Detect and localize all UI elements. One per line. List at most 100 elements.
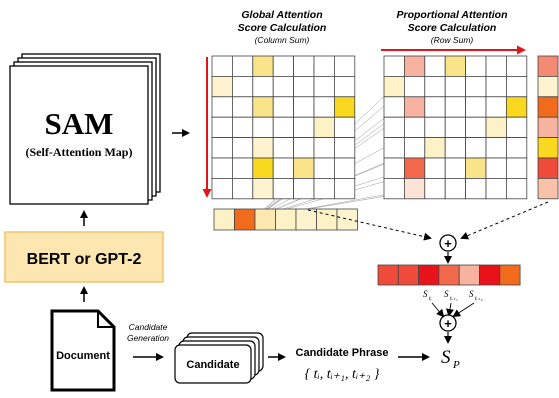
global-title-line1: Global Attention [241,9,322,21]
candidate-phrase-formula: { tᵢ, tᵢ₊₁, tᵢ₊₂ } [304,367,379,382]
sum-operator-1 [439,234,457,252]
matrix-cell [505,96,528,118]
matrix-cell [313,55,335,77]
matrix-cell [444,55,467,77]
matrix-cell [211,116,233,138]
token-score-cell [479,264,501,286]
matrix-cell [252,55,274,77]
row-sum-cell [537,76,559,98]
arrow-proportional-to-plus [460,201,549,240]
matrix-cell [424,116,446,138]
matrix-cell [272,55,295,77]
matrix-cell [383,55,405,77]
matrix-cell [272,96,295,118]
matrix-cell [211,76,233,98]
column-sum-cell [213,208,235,231]
matrix-cell [313,177,335,200]
matrix-cell [231,76,254,98]
matrix-cell [272,177,295,200]
matrix-cell [403,116,426,138]
row-sum-cell [537,96,559,118]
matrix-cell [211,137,233,159]
score-label-3-sub: tᵢ₊₂ [475,296,483,302]
matrix-cell [211,96,233,118]
model-box [4,231,164,283]
matrix-cell [383,177,405,200]
matrix-cell [465,55,487,77]
matrix-cell [485,116,507,138]
token-score-cell [458,264,480,286]
matrix-cell [313,76,335,98]
matrix-cell [293,177,315,200]
matrix-cell [293,137,315,159]
matrix-cell [424,76,446,98]
matrix-cell [465,96,487,118]
matrix-cell [293,157,315,179]
matrix-cell [485,76,507,98]
matrix-cell [383,137,405,159]
token-score-cell [499,264,521,286]
proportional-title-line2: Score Calculation [408,22,497,34]
column-sum-cell [316,208,338,231]
matrix-cell [485,137,507,159]
matrix-cell [465,116,487,138]
arrow-global-to-plus [307,209,432,241]
matrix-cell [505,157,528,179]
proportional-attention-matrix [383,55,528,200]
global-title-line2: Score Calculation [238,22,327,34]
matrix-cell [252,177,274,200]
matrix-cell [485,157,507,179]
token-score-cell [438,264,460,286]
matrix-cell [313,137,335,159]
global-attention-matrix [211,55,356,200]
matrix-cell [444,177,467,200]
candidate-card-stack: Candidate [174,332,264,384]
matrix-cell [444,137,467,159]
column-sum-cell [295,208,317,231]
proportional-attention-row-sum [537,55,559,200]
matrix-cell [231,55,254,77]
matrix-cell [465,137,487,159]
matrix-cell [424,55,446,77]
matrix-cell [383,116,405,138]
matrix-cell [333,177,356,200]
score-label-3: S [469,289,474,299]
matrix-cell [505,137,528,159]
combined-token-scores [377,264,521,286]
matrix-cell [424,96,446,118]
matrix-cell [485,55,507,77]
matrix-cell [444,96,467,118]
column-sum-cell [254,208,276,231]
matrix-cell [252,157,274,179]
matrix-cell [424,177,446,200]
token-score-cell [397,264,419,286]
score-label-2: S [444,289,449,299]
token-score-cell [418,264,440,286]
arrow-score3-to-plus [452,302,475,318]
sum-operator-2-symbol: + [444,316,452,331]
column-sum-cell [234,208,256,231]
matrix-cell [403,177,426,200]
row-sum-cell [537,157,559,179]
matrix-cell [272,137,295,159]
matrix-cell [333,96,356,118]
proportional-title-line1: Proportional Attention [396,9,507,21]
final-score-subscript: P [452,359,460,371]
matrix-cell [333,157,356,179]
candidate-label: Candidate [186,359,239,371]
matrix-cell [383,76,405,98]
matrix-cell [252,76,274,98]
score-label-1-sub: tᵢ [429,296,432,302]
matrix-cell [403,157,426,179]
matrix-cell [444,116,467,138]
matrix-cell [403,96,426,118]
matrix-cell [252,96,274,118]
matrix-cell [231,137,254,159]
matrix-cell [403,76,426,98]
matrix-cell [485,96,507,118]
matrix-cell [403,137,426,159]
matrix-cell [272,116,295,138]
matrix-cell [444,76,467,98]
matrix-cell [293,96,315,118]
